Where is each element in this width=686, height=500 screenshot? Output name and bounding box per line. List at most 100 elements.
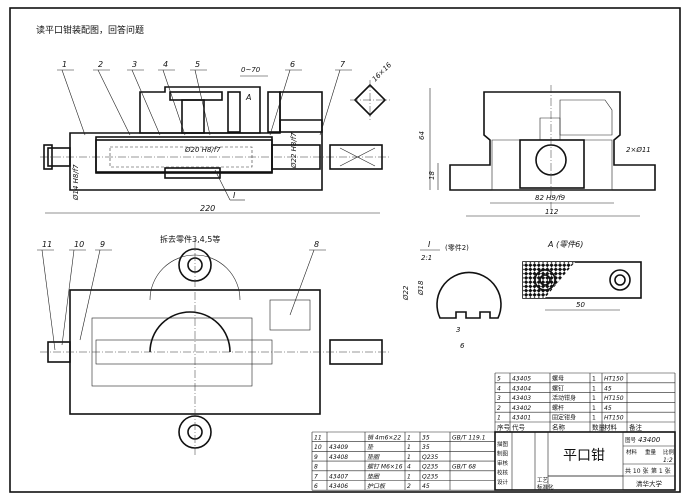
parts-cell: 7 — [314, 473, 318, 480]
parts-cell: 1 — [592, 405, 596, 412]
role-label: 描图 — [497, 440, 509, 448]
parts-header: 数量 — [592, 423, 606, 432]
parts-cell: 2 — [497, 405, 501, 412]
title-name: 平口钳 — [563, 448, 605, 464]
drawing-title: 读平口钳装配图，回答问题 — [36, 24, 144, 36]
parts-cell: 护口板 — [367, 482, 386, 490]
parts-cell: 1 — [592, 385, 596, 392]
parts-cell: 螺杆 — [552, 404, 564, 412]
dim-stroke: 0~70 — [241, 66, 261, 74]
side-label: 工艺 — [537, 477, 549, 484]
parts-cell: GB/T 68 — [452, 464, 476, 471]
parts-cell: 43402 — [512, 405, 531, 412]
parts-cell: 45 — [604, 405, 612, 412]
dim-outer: Ø22 — [402, 285, 410, 301]
parts-cell: 43401 — [512, 415, 531, 422]
parts-cell: HT150 — [604, 415, 624, 422]
parts-cell: 1 — [407, 454, 411, 461]
parts-cell: 螺母 — [552, 375, 564, 383]
detail-view-i: I 2:1 (零件2) Ø22 Ø18 3 6 — [402, 240, 502, 350]
parts-cell: 垫圈 — [367, 472, 380, 480]
parts-cell: 1 — [497, 415, 501, 422]
balloon-10: 10 — [74, 240, 84, 249]
parts-cell: 1 — [592, 415, 596, 422]
dim-fit: 82 H9/f9 — [535, 194, 566, 202]
sheet-number: 第 1 张 — [651, 467, 671, 475]
parts-cell: 11 — [314, 435, 322, 442]
view-a-label: A (零件6) — [547, 240, 583, 249]
parts-cell: 9 — [314, 454, 318, 461]
sheets-total: 共 10 张 — [625, 467, 648, 475]
parts-header: 代号 — [512, 423, 526, 432]
parts-cell: 43403 — [512, 395, 531, 402]
organization: 清华大学 — [636, 479, 663, 488]
parts-cell: 1 — [592, 376, 596, 383]
dim-square: 16×16 — [371, 61, 394, 84]
balloon-11: 11 — [42, 240, 52, 249]
parts-cell: 3 — [497, 395, 501, 402]
balloon-5: 5 — [195, 60, 200, 69]
parts-cell: 10 — [314, 444, 322, 451]
dim-shaft-left: Ø14 H8/f7 — [72, 164, 80, 201]
view-a: A (零件6) 50 — [522, 240, 642, 311]
dim-bore: Ø20 H8/f7 — [184, 146, 221, 154]
parts-cell: 43405 — [512, 376, 531, 383]
plan-note: 拆去零件3,4,5等 — [160, 234, 220, 244]
parts-cell: HT150 — [604, 376, 624, 383]
detail-label: I — [428, 240, 431, 249]
section-mark-a: A — [245, 93, 251, 102]
role-label: 校核 — [497, 469, 509, 477]
detail-scale: 2:1 — [421, 254, 432, 262]
role-label: 设计 — [497, 478, 509, 486]
parts-header: 备注 — [629, 423, 643, 432]
balloon-8: 8 — [314, 240, 319, 249]
dim-width: 112 — [545, 208, 559, 216]
parts-cell: HT150 — [604, 395, 624, 402]
parts-cell: 1 — [407, 444, 411, 451]
parts-cell: 6 — [314, 483, 318, 490]
parts-cell: 1 — [407, 473, 411, 480]
drawing-frame — [9, 7, 681, 493]
dim-shaft-right: Ø22 H8/f7 — [290, 132, 298, 169]
dim-height: 64 — [418, 131, 426, 140]
balloon-1: 1 — [62, 60, 67, 69]
parts-cell: 1 — [407, 435, 411, 442]
dim-holes-spacing: 50 — [576, 301, 585, 309]
balloon-4: 4 — [163, 60, 168, 69]
dim-pitch: 6 — [460, 342, 465, 350]
parts-cell: 固定钳身 — [552, 414, 576, 422]
role-label: 审核 — [497, 459, 509, 467]
parts-cell: 螺钉 — [552, 384, 564, 392]
parts-cell: 43407 — [329, 473, 348, 480]
balloon-2: 2 — [98, 60, 103, 69]
balloon-7: 7 — [340, 60, 346, 69]
balloon-9: 9 — [100, 240, 105, 249]
material-label: 材料 — [626, 448, 638, 456]
side-label: 标准化 — [537, 483, 554, 491]
parts-cell: 垫 — [367, 443, 374, 451]
balloon-6: 6 — [290, 60, 295, 69]
parts-header: 序号 — [497, 423, 511, 432]
side-view: 64 18 82 H9/f9 112 2×Ø11 — [418, 85, 656, 217]
parts-cell: 35 — [422, 444, 430, 451]
balloon-3: 3 — [132, 60, 137, 69]
parts-cell: 1 — [592, 395, 596, 402]
dim-length: 220 — [200, 204, 215, 213]
drawing-no-label: 图号 — [625, 436, 637, 444]
parts-cell: 活动钳身 — [552, 394, 576, 402]
role-label: 制图 — [497, 450, 509, 458]
parts-cell: Q235 — [422, 464, 438, 471]
parts-header: 名称 — [552, 423, 566, 432]
dim-inner: Ø18 — [417, 280, 425, 296]
parts-cell: 43409 — [329, 444, 348, 451]
scale-value: 1:2 — [663, 457, 673, 464]
plan-view: 拆去零件3,4,5等 11 10 9 8 — [37, 234, 390, 455]
detail-caption: (零件2) — [445, 243, 469, 252]
parts-cell: 4 — [407, 464, 411, 471]
scale-label: 比例 — [663, 448, 675, 456]
detail-mark: I — [233, 191, 236, 200]
drawing-no: 43400 — [638, 436, 661, 444]
dim-base-height: 18 — [428, 171, 436, 180]
